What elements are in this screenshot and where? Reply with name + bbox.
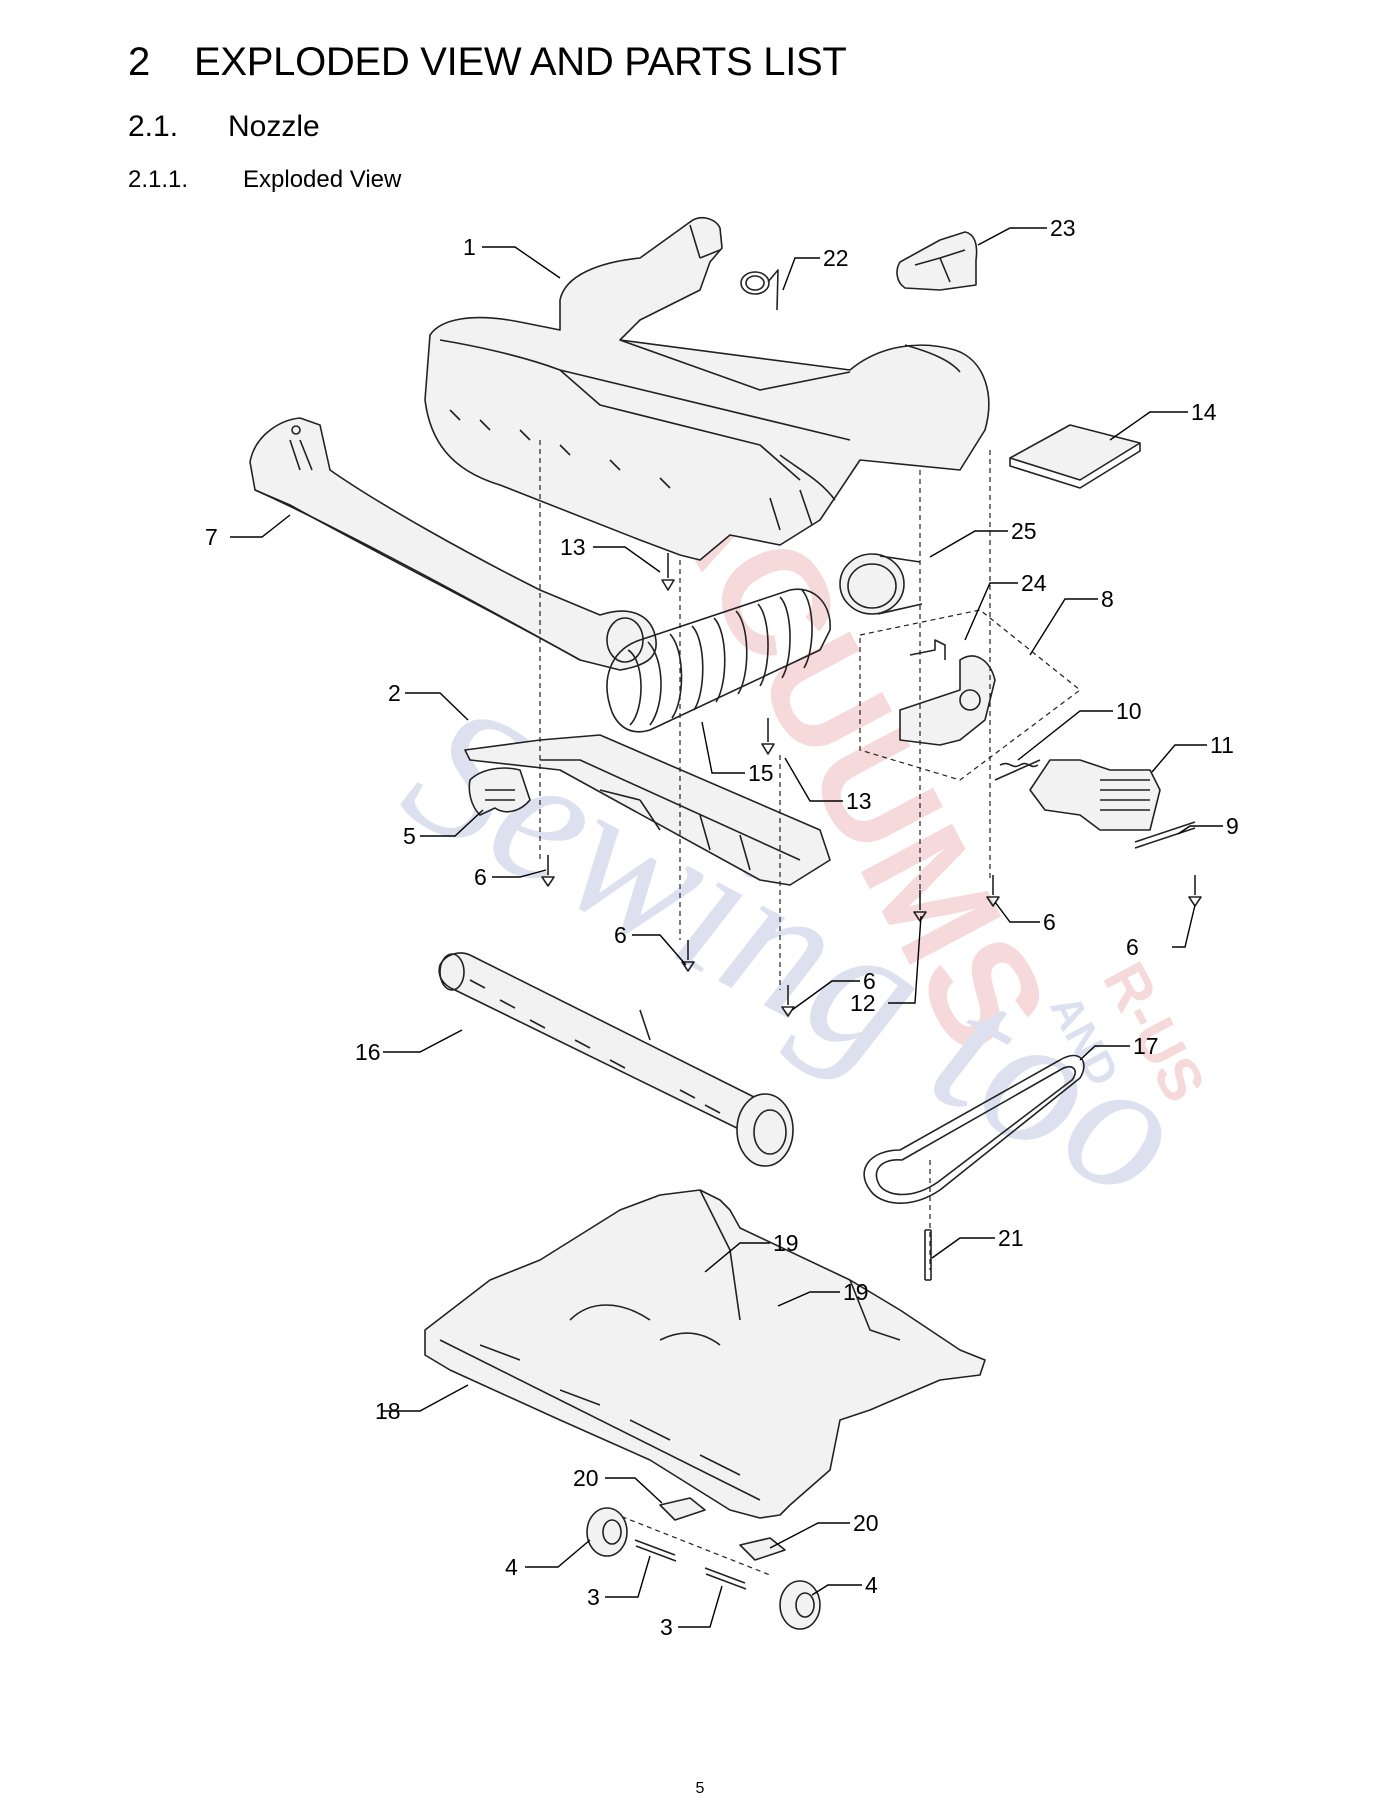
part-17-belt — [863, 1054, 1085, 1204]
callout-13-top: 13 — [560, 534, 586, 560]
callout-16: 16 — [355, 1039, 381, 1065]
part-21-pin — [924, 1229, 932, 1281]
subsubsection-heading: 2.1.1. Exploded View — [128, 166, 401, 194]
callout-12: 12 — [850, 990, 876, 1016]
callout-13-bottom: 13 — [846, 788, 872, 814]
part-6-screws — [541, 855, 1202, 1017]
part-11-pedal — [1029, 759, 1161, 831]
part-18-base — [424, 1189, 986, 1519]
callout-22: 22 — [823, 245, 849, 271]
part-4-wheels — [586, 1507, 821, 1630]
callout-2: 2 — [388, 680, 401, 706]
callout-14: 14 — [1191, 399, 1217, 425]
callout-25: 25 — [1011, 518, 1037, 544]
part-1-upper-housing — [424, 216, 990, 561]
part-13-screw-b — [761, 718, 775, 755]
callout-18: 18 — [375, 1398, 401, 1424]
part-5-guard — [468, 767, 531, 816]
callout-9: 9 — [1226, 813, 1239, 839]
callout-8: 8 — [1101, 586, 1114, 612]
callout-17: 17 — [1133, 1033, 1159, 1059]
callout-3-b: 3 — [660, 1614, 673, 1640]
part-15-hose — [606, 588, 831, 733]
callout-numbers: 1 22 23 14 7 13 25 24 8 2 15 13 10 11 9 … — [205, 215, 1239, 1640]
callout-4-a: 4 — [505, 1554, 518, 1580]
part-7-bumper — [249, 417, 657, 671]
part-25-ring — [839, 553, 923, 615]
callout-7: 7 — [205, 524, 218, 550]
section-title: EXPLODED VIEW AND PARTS LIST — [194, 40, 847, 84]
part-22-spring — [740, 269, 779, 311]
part-2-nozzle-plate — [464, 734, 831, 886]
part-10-spring — [994, 759, 1041, 781]
callout-6-c: 6 — [1126, 934, 1139, 960]
callout-21: 21 — [998, 1225, 1024, 1251]
callout-20-a: 20 — [573, 1465, 599, 1491]
callout-11: 11 — [1210, 732, 1234, 758]
part-16-brush-roll — [438, 952, 794, 1167]
part-20-clips — [659, 1497, 786, 1561]
callout-24: 24 — [1021, 570, 1047, 596]
callout-4-b: 4 — [865, 1572, 878, 1598]
part-3-axles — [634, 1539, 747, 1590]
callout-19-a: 19 — [773, 1230, 799, 1256]
callout-6-b: 6 — [1043, 909, 1056, 935]
callout-5: 5 — [403, 823, 416, 849]
callout-3-a: 3 — [587, 1584, 600, 1610]
part-23-pedal-cover — [896, 231, 978, 291]
subsection-heading: 2.1. Nozzle — [128, 110, 320, 144]
subsubsection-title: Exploded View — [243, 166, 402, 193]
callout-10: 10 — [1116, 698, 1142, 724]
callout-15: 15 — [748, 760, 774, 786]
part-8-assembly-box — [859, 609, 1081, 781]
callout-23: 23 — [1050, 215, 1076, 241]
callout-6-d: 6 — [614, 922, 627, 948]
section-number: 2 — [128, 40, 150, 84]
subsection-number: 2.1. — [128, 110, 179, 143]
page-number: 5 — [695, 1780, 705, 1797]
subsubsection-number: 2.1.1. — [128, 166, 189, 193]
section-heading: 2 EXPLODED VIEW AND PARTS LIST — [128, 40, 847, 85]
callout-6-e: 6 — [863, 968, 876, 994]
part-13-screw-a — [661, 553, 675, 591]
subsection-title: Nozzle — [228, 110, 320, 143]
callout-6-a: 6 — [474, 864, 487, 890]
callout-20-b: 20 — [853, 1510, 879, 1536]
callout-19-b: 19 — [843, 1279, 869, 1305]
callout-1: 1 — [463, 234, 476, 260]
leader-lines — [230, 227, 1223, 1628]
part-9-rod — [1134, 821, 1196, 849]
part-14-pad — [1009, 424, 1141, 489]
